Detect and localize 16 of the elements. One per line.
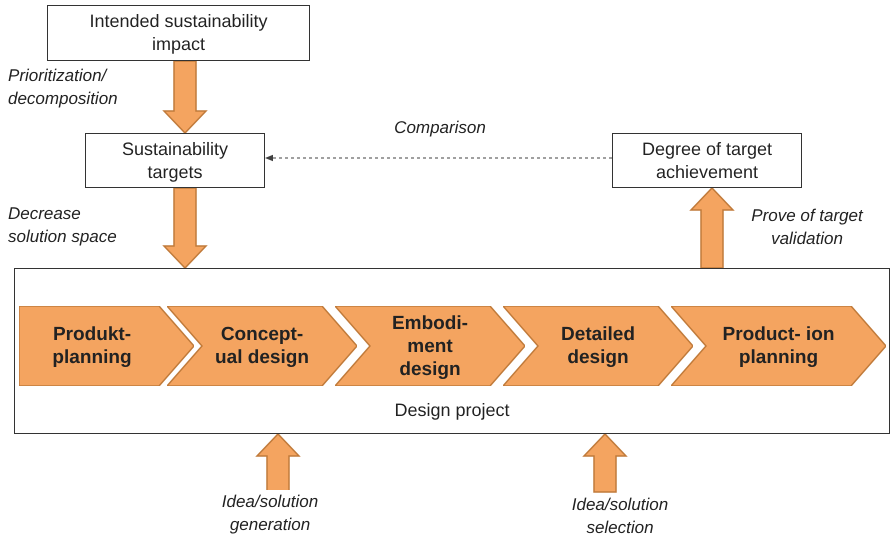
chevron-step: Product- ion planning — [671, 306, 886, 386]
text-box: Intended sustainability impact — [47, 5, 310, 61]
block-arrow — [162, 60, 208, 134]
block-arrow — [255, 432, 301, 493]
chevron-step: Embodi- ment design — [335, 306, 525, 386]
text-box: Sustainability targets — [85, 133, 265, 188]
text-box: Degree of target achievement — [612, 133, 802, 188]
group-title: Design project — [393, 400, 511, 421]
block-arrow — [582, 432, 628, 493]
chevron-step: Concept- ual design — [167, 306, 357, 386]
block-arrow — [689, 186, 735, 269]
block-arrow — [162, 187, 208, 270]
group-frame — [14, 268, 890, 434]
chevron-step: Produkt- planning — [19, 306, 194, 386]
dashed-arrow — [264, 154, 612, 162]
chevron-step: Detailed design — [503, 306, 693, 386]
